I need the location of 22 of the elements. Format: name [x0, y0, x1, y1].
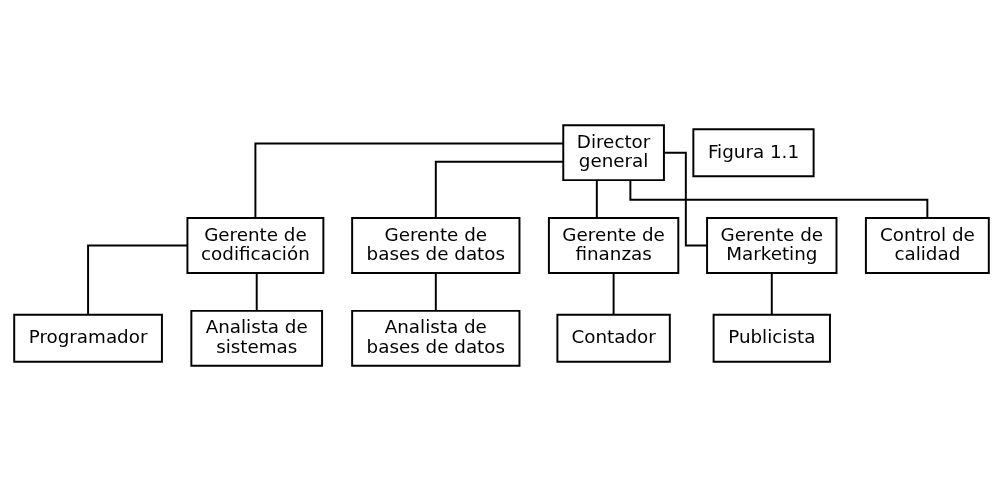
connector — [87, 244, 189, 315]
connector — [255, 271, 258, 311]
node-box: Director general — [562, 123, 665, 181]
connector — [663, 151, 708, 246]
connector — [595, 179, 598, 219]
node-box: Contador — [556, 313, 671, 363]
node-box: Gerente de Marketing — [706, 216, 838, 274]
connector — [612, 271, 615, 315]
connector — [434, 160, 565, 219]
connector — [254, 142, 564, 219]
node-box: Gerente de bases de datos — [351, 216, 521, 274]
node-box: Publicista — [712, 313, 831, 363]
node-box: Control de calidad — [864, 216, 990, 274]
connector — [434, 271, 437, 311]
node-box: Gerente de codificación — [186, 216, 325, 274]
connector — [629, 179, 929, 219]
node-box: Programador — [13, 313, 163, 363]
connector — [770, 271, 773, 315]
node-box: Analista de sistemas — [190, 309, 324, 367]
node-box: Figura 1.1 — [692, 127, 815, 177]
node-box: Analista de bases de datos — [351, 309, 521, 367]
node-box: Gerente de finanzas — [547, 216, 680, 274]
